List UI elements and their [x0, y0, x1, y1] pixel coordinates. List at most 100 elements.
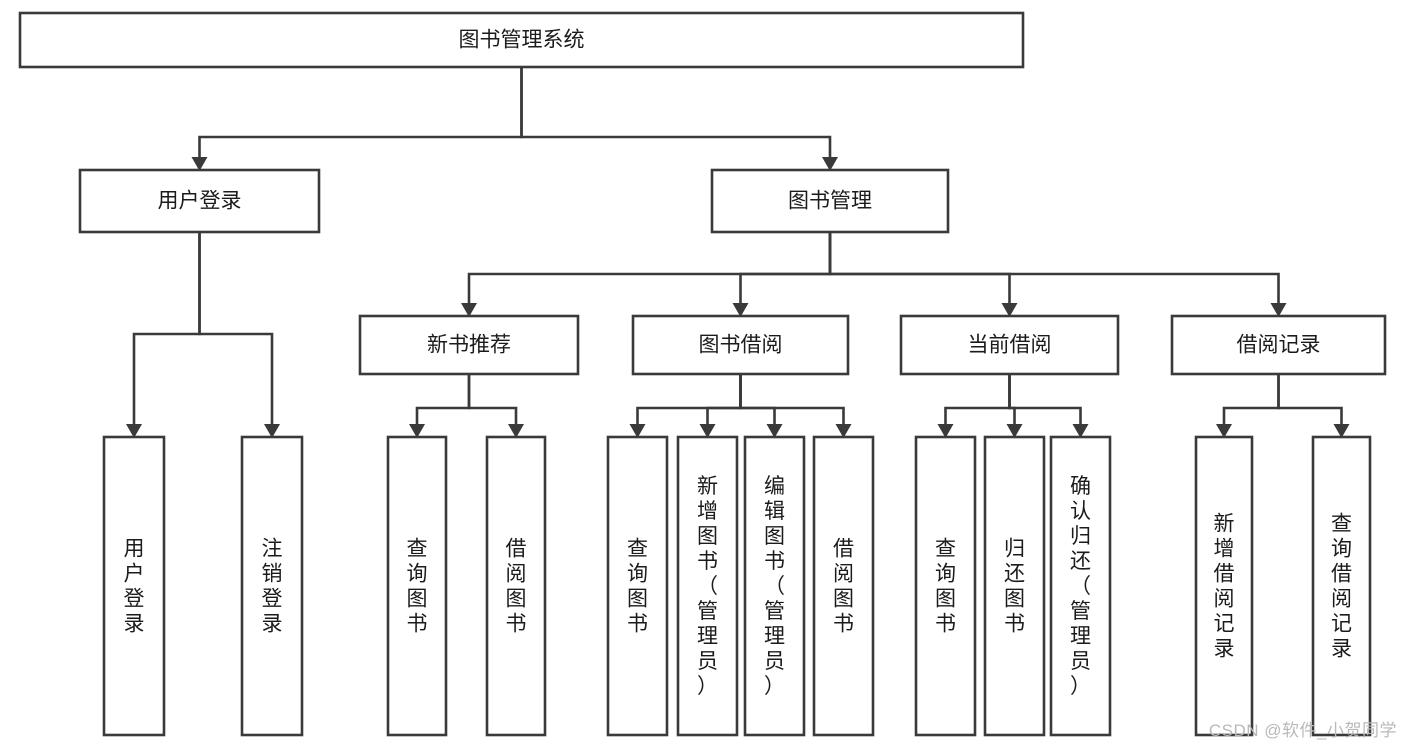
arrow-head-icon	[126, 424, 142, 438]
node-box-root[interactable]	[18, 11, 1025, 69]
node-borrow-record[interactable]: 借阅记录	[1170, 314, 1387, 376]
edge-layer	[126, 67, 1350, 438]
connector-e-currentborrow-confirm	[1008, 374, 1089, 438]
node-leaf-query-book-2[interactable]: 查询图书	[606, 435, 669, 737]
node-user-login[interactable]: 用户登录	[78, 168, 321, 234]
node-label-new-book-rec: 新书推荐	[427, 334, 511, 357]
node-label-root: 图书管理系统	[459, 29, 585, 52]
connector-e-currentborrow-query3	[937, 374, 1011, 438]
arrow-head-icon	[937, 424, 954, 438]
node-leaf-add-book[interactable]: 新增图书（管理员）	[676, 435, 739, 737]
arrow-head-icon	[629, 424, 646, 438]
arrow-head-icon	[822, 157, 838, 171]
connector-path	[1277, 374, 1343, 426]
connector-e-root-userlogin	[191, 67, 523, 171]
node-label-leaf-add-book: 新增图书（管理员）	[697, 475, 718, 698]
node-root[interactable]: 图书管理系统	[18, 11, 1025, 69]
node-box-user-login[interactable]	[78, 168, 321, 234]
node-label-leaf-confirm-return: 确认归还（管理员）	[1070, 475, 1091, 698]
arrow-head-icon	[835, 424, 852, 438]
connector-e-newbookrec-borrow1	[467, 374, 524, 438]
node-current-borrow[interactable]: 当前借阅	[899, 314, 1120, 376]
node-leaf-borrow-book-2[interactable]: 借阅图书	[812, 435, 875, 737]
node-label-book-borrow: 图书借阅	[699, 334, 783, 357]
arrow-head-icon	[508, 424, 524, 438]
node-box-borrow-record[interactable]	[1170, 314, 1387, 376]
node-label-leaf-return-book: 归还图书	[1004, 538, 1025, 636]
node-leaf-confirm-return[interactable]: 确认归还（管理员）	[1049, 435, 1112, 737]
node-box-book-borrow[interactable]	[631, 314, 850, 376]
node-leaf-query-book-1[interactable]: 查询图书	[386, 435, 448, 737]
connector-path	[1008, 374, 1082, 426]
node-label-borrow-record: 借阅记录	[1237, 334, 1321, 357]
connector-path	[828, 232, 1011, 305]
connector-e-bookborrow-borrow2	[739, 374, 852, 438]
node-leaf-edit-book[interactable]: 编辑图书（管理员）	[743, 435, 806, 737]
node-box-leaf-confirm-return[interactable]	[1049, 435, 1112, 737]
connector-e-root-bookmanage	[520, 67, 838, 171]
node-leaf-borrow-book-1[interactable]: 借阅图书	[485, 435, 547, 737]
connector-e-bookborrow-editbook	[739, 374, 783, 438]
node-label-leaf-edit-book: 编辑图书（管理员）	[764, 475, 785, 698]
arrow-head-icon	[409, 424, 425, 438]
connector-path	[467, 374, 518, 426]
connector-path	[944, 374, 1011, 426]
node-label-current-borrow: 当前借阅	[968, 334, 1052, 357]
node-leaf-query-record[interactable]: 查询借阅记录	[1311, 435, 1372, 737]
node-leaf-return-book[interactable]: 归还图书	[983, 435, 1046, 737]
connector-e-borrowrecord-addrec	[1216, 374, 1280, 438]
node-box-leaf-query-book-1[interactable]	[386, 435, 448, 737]
connector-e-userlogin-leaf-userlogin	[126, 232, 201, 438]
node-leaf-user-login[interactable]: 用户登录	[102, 435, 166, 737]
connector-path	[467, 232, 832, 305]
connector-path	[739, 374, 845, 426]
node-label-leaf-query-record: 查询借阅记录	[1331, 513, 1352, 661]
node-new-book-rec[interactable]: 新书推荐	[358, 314, 580, 376]
connector-e-bookborrow-addbook	[699, 374, 742, 438]
arrow-head-icon	[1006, 424, 1023, 438]
node-box-leaf-edit-book[interactable]	[743, 435, 806, 737]
node-book-manage[interactable]: 图书管理	[710, 168, 950, 234]
connector-path	[739, 374, 776, 426]
node-box-leaf-return-book[interactable]	[983, 435, 1046, 737]
node-book-borrow[interactable]: 图书借阅	[631, 314, 850, 376]
node-box-leaf-query-book-3[interactable]	[914, 435, 977, 737]
node-label-book-manage: 图书管理	[788, 190, 872, 213]
connector-path	[132, 232, 201, 426]
node-box-leaf-borrow-book-2[interactable]	[812, 435, 875, 737]
node-box-book-manage[interactable]	[710, 168, 950, 234]
arrow-head-icon	[1270, 303, 1287, 317]
node-box-leaf-user-login[interactable]	[102, 435, 166, 737]
connector-path	[520, 67, 832, 159]
node-label-leaf-borrow-book-2: 借阅图书	[833, 538, 854, 636]
node-leaf-logout[interactable]: 注销登录	[240, 435, 304, 737]
node-box-leaf-borrow-book-1[interactable]	[485, 435, 547, 737]
connector-e-bookmanage-borrowrecord	[828, 232, 1287, 317]
node-box-new-book-rec[interactable]	[358, 314, 580, 376]
node-leaf-add-record[interactable]: 新增借阅记录	[1194, 435, 1254, 737]
connector-path	[198, 67, 523, 159]
node-box-leaf-add-book[interactable]	[676, 435, 739, 737]
arrow-head-icon	[461, 303, 477, 317]
node-label-leaf-add-record: 新增借阅记录	[1214, 513, 1235, 661]
node-leaf-query-book-3[interactable]: 查询图书	[914, 435, 977, 737]
connector-path	[415, 374, 471, 426]
node-box-leaf-logout[interactable]	[240, 435, 304, 737]
node-box-leaf-add-record[interactable]	[1194, 435, 1254, 737]
node-box-leaf-query-book-2[interactable]	[606, 435, 669, 737]
node-layer: 图书管理系统用户登录图书管理新书推荐图书借阅当前借阅借阅记录用户登录注销登录查询…	[18, 11, 1387, 737]
connector-path	[706, 374, 742, 426]
arrow-head-icon	[1216, 424, 1232, 438]
node-label-leaf-user-login: 用户登录	[124, 538, 145, 636]
node-box-leaf-query-record[interactable]	[1311, 435, 1372, 737]
connector-path	[636, 374, 742, 426]
node-label-leaf-borrow-book-1: 借阅图书	[506, 538, 527, 636]
node-box-current-borrow[interactable]	[899, 314, 1120, 376]
arrow-head-icon	[1001, 303, 1018, 317]
arrow-head-icon	[766, 424, 783, 438]
arrow-head-icon	[1333, 424, 1350, 438]
connector-e-bookborrow-query2	[629, 374, 742, 438]
connector-e-userlogin-logout	[198, 232, 280, 438]
